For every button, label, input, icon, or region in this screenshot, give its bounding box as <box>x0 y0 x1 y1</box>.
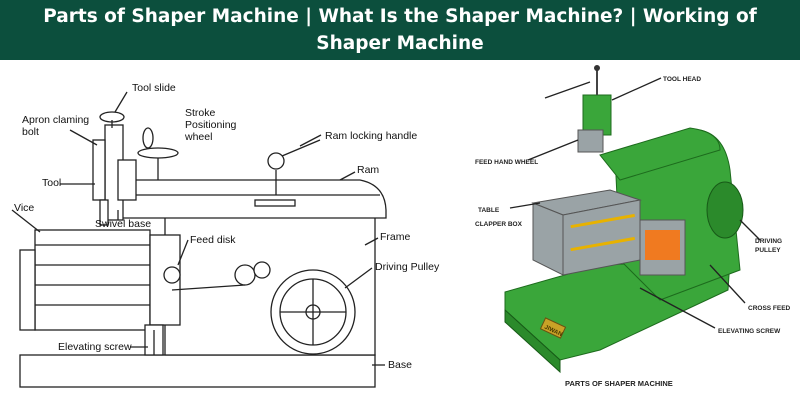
label-tool: Tool <box>42 177 61 189</box>
image-caption: PARTS OF SHAPER MACHINE <box>565 379 673 388</box>
label-apron-clamping-bolt: Apron claming <box>22 114 89 126</box>
page-header: Parts of Shaper Machine | What Is the Sh… <box>0 0 800 60</box>
label-clapper-box: CLAPPER BOX <box>475 221 523 228</box>
label-vice: Vice <box>14 202 34 214</box>
label-swivel-base: Swivel base <box>95 218 151 230</box>
label-ram-locking-handle: Ram locking handle <box>325 130 417 142</box>
label-table: TABLE <box>478 207 500 214</box>
label-driving-pulley: Driving Pulley <box>375 261 440 273</box>
label-ram: Ram <box>357 164 379 176</box>
label-cross-feed: CROSS FEED <box>748 305 791 312</box>
shaper-machine-photo: JIWAN FEED HAND WHEEL TOOL HEAD CLAPPER … <box>475 65 791 388</box>
page-title-line-1: Parts of Shaper Machine | What Is the Sh… <box>43 6 757 27</box>
label-stroke-3: wheel <box>184 131 212 143</box>
label-apron-clamping-bolt-2: bolt <box>22 126 39 138</box>
shaper-line-drawing: Tool slide Apron claming bolt Stroke Pos… <box>11 82 440 388</box>
label-pulley: PULLEY <box>755 247 781 254</box>
label-stroke-2: Positioning <box>185 119 237 131</box>
label-elevating-screw-right: ELEVATING SCREW <box>718 328 781 335</box>
label-feed-hand-wheel: FEED HAND WHEEL <box>475 159 538 166</box>
label-tool-head: TOOL HEAD <box>663 76 701 83</box>
label-base: Base <box>388 359 412 371</box>
label-frame: Frame <box>380 231 410 243</box>
shaper-diagrams: Tool slide Apron claming bolt Stroke Pos… <box>11 65 791 388</box>
label-tool-slide: Tool slide <box>132 82 176 94</box>
label-driving: DRIVING <box>755 238 782 245</box>
label-stroke: Stroke <box>185 107 216 119</box>
label-elevating-screw: Elevating screw <box>58 341 132 353</box>
label-feed-disk: Feed disk <box>190 234 236 246</box>
page-title-line-2: Shaper Machine <box>316 33 484 54</box>
